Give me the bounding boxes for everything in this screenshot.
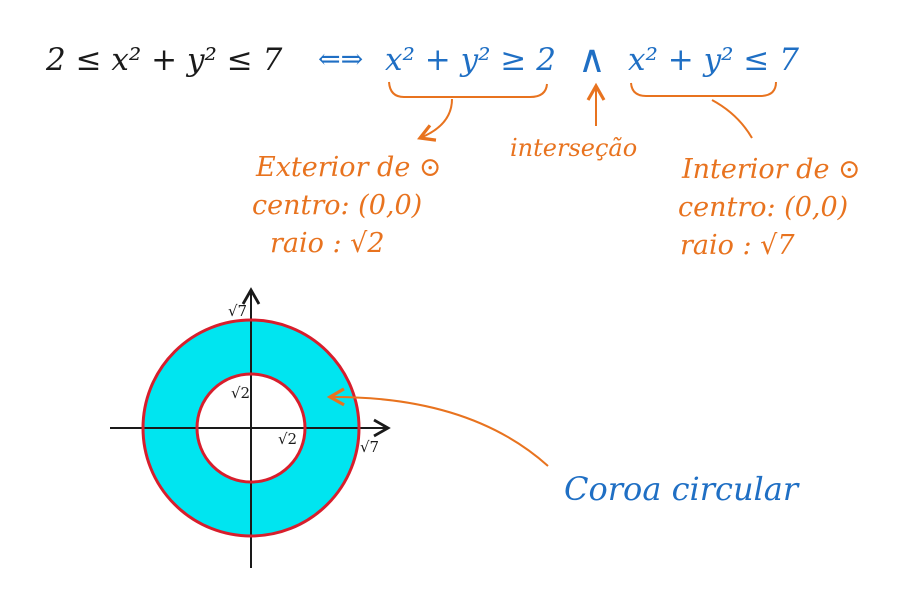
- right-brace: [630, 81, 777, 97]
- inner-circle: [195, 372, 307, 484]
- right-annotation-line3: raio : √7: [680, 230, 795, 261]
- condition-interior: x² + y² ≤ 7: [628, 42, 799, 78]
- annulus-region: [143, 320, 359, 536]
- left-brace: [388, 81, 548, 98]
- left-annotation-line1: Exterior de ⊙: [255, 152, 442, 183]
- condition-exterior: x² + y² ≥ 2: [385, 42, 556, 78]
- left-annotation-line2: centro: (0,0): [252, 190, 422, 221]
- equation-lhs: 2 ≤ x² + y² ≤ 7: [45, 42, 283, 78]
- outer-radius-x-label: √7: [360, 438, 379, 456]
- outer-circle: [141, 318, 361, 538]
- region-pointer-arrow: [326, 387, 549, 467]
- intersection-label: interseção: [510, 134, 637, 162]
- and-symbol: ∧: [578, 37, 606, 81]
- left-annotation-line3: raio : √2: [270, 228, 385, 259]
- left-brace-arrow: [417, 98, 453, 142]
- outer-radius-y-label: √7: [228, 302, 247, 320]
- inner-radius-y-label: √2: [231, 384, 250, 402]
- region-label: Coroa circular: [564, 470, 800, 508]
- iff-symbol: ⇐⇒: [318, 44, 363, 75]
- right-annotation-line1: Interior de ⊙: [681, 154, 861, 185]
- right-brace-arrow: [711, 99, 753, 139]
- right-annotation-line2: centro: (0,0): [678, 192, 848, 223]
- inner-radius-x-label: √2: [278, 430, 297, 448]
